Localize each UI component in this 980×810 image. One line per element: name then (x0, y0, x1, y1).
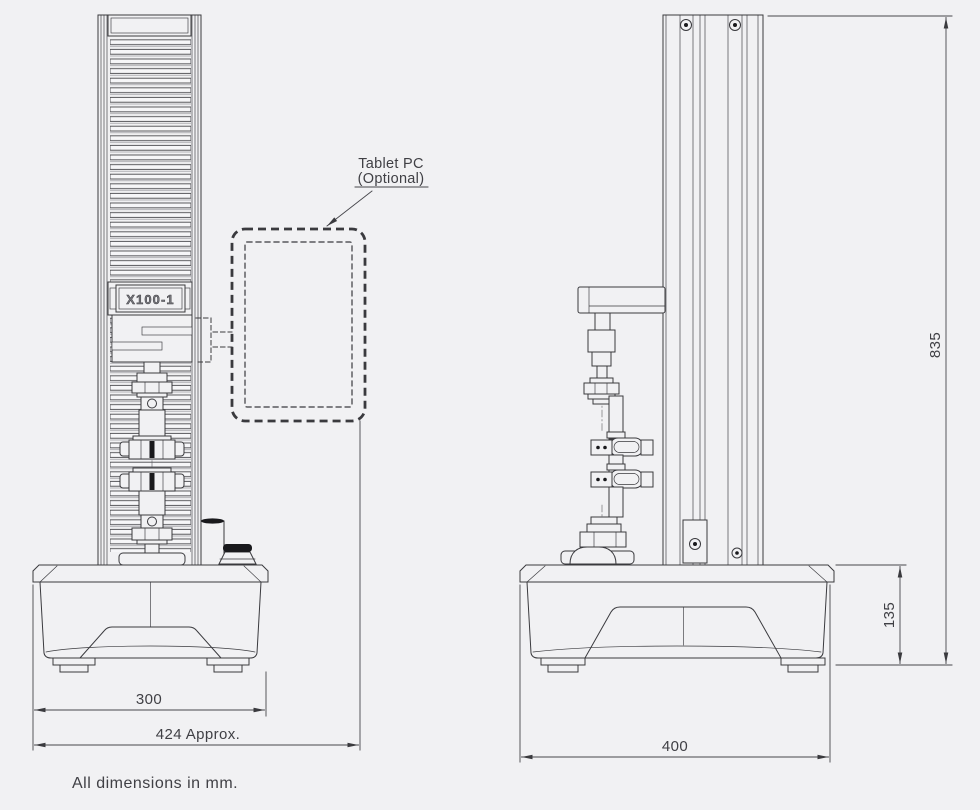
fv-base (32, 564, 269, 673)
dimension-base-height: 135 (835, 564, 907, 664)
fv-upper-grip (131, 361, 173, 561)
dimension-text-424: 424 Approx. (156, 726, 240, 743)
fv-crosshead: X100-1 (107, 281, 193, 316)
tablet-label-line2: (Optional) (358, 171, 425, 187)
sv-column-bracket (682, 519, 743, 564)
dimension-overall-width: 424 Approx. (34, 420, 361, 751)
front-view: X100-1 (32, 14, 429, 673)
tablet-bracket (195, 317, 233, 363)
fv-load-cell (111, 314, 193, 363)
dimension-text-300: 300 (136, 691, 162, 708)
tablet-label-line1: Tablet PC (358, 156, 424, 172)
side-view (519, 14, 835, 673)
dimension-overall-height: 835 (767, 15, 953, 666)
dimension-front-base-width: 300 (32, 584, 267, 751)
emergency-stop-button (200, 518, 257, 566)
sv-crosshead-arm (577, 286, 666, 314)
sv-clamps (590, 395, 654, 518)
sv-base-anvil (560, 516, 635, 565)
fv-lower-grip (118, 490, 186, 566)
sv-column (662, 14, 764, 566)
tablet-leader-line (326, 190, 373, 227)
dimension-side-base-width: 400 (519, 584, 831, 763)
drawing-note: All dimensions in mm. (72, 775, 238, 792)
sv-top-bolts (680, 19, 741, 31)
sv-rod (583, 312, 620, 561)
fv-specimen-clamps (119, 435, 185, 492)
dimension-text-835: 835 (927, 332, 944, 358)
tablet-outline (230, 227, 367, 423)
dimensions: 300 424 Approx. 400 835 135 All dimensio… (32, 15, 953, 792)
tablet-label: Tablet PC (Optional) (326, 156, 429, 227)
model-badge: X100-1 (126, 292, 175, 307)
dimension-text-400: 400 (662, 738, 688, 755)
dimension-text-135: 135 (881, 602, 898, 628)
sv-base (519, 564, 835, 673)
